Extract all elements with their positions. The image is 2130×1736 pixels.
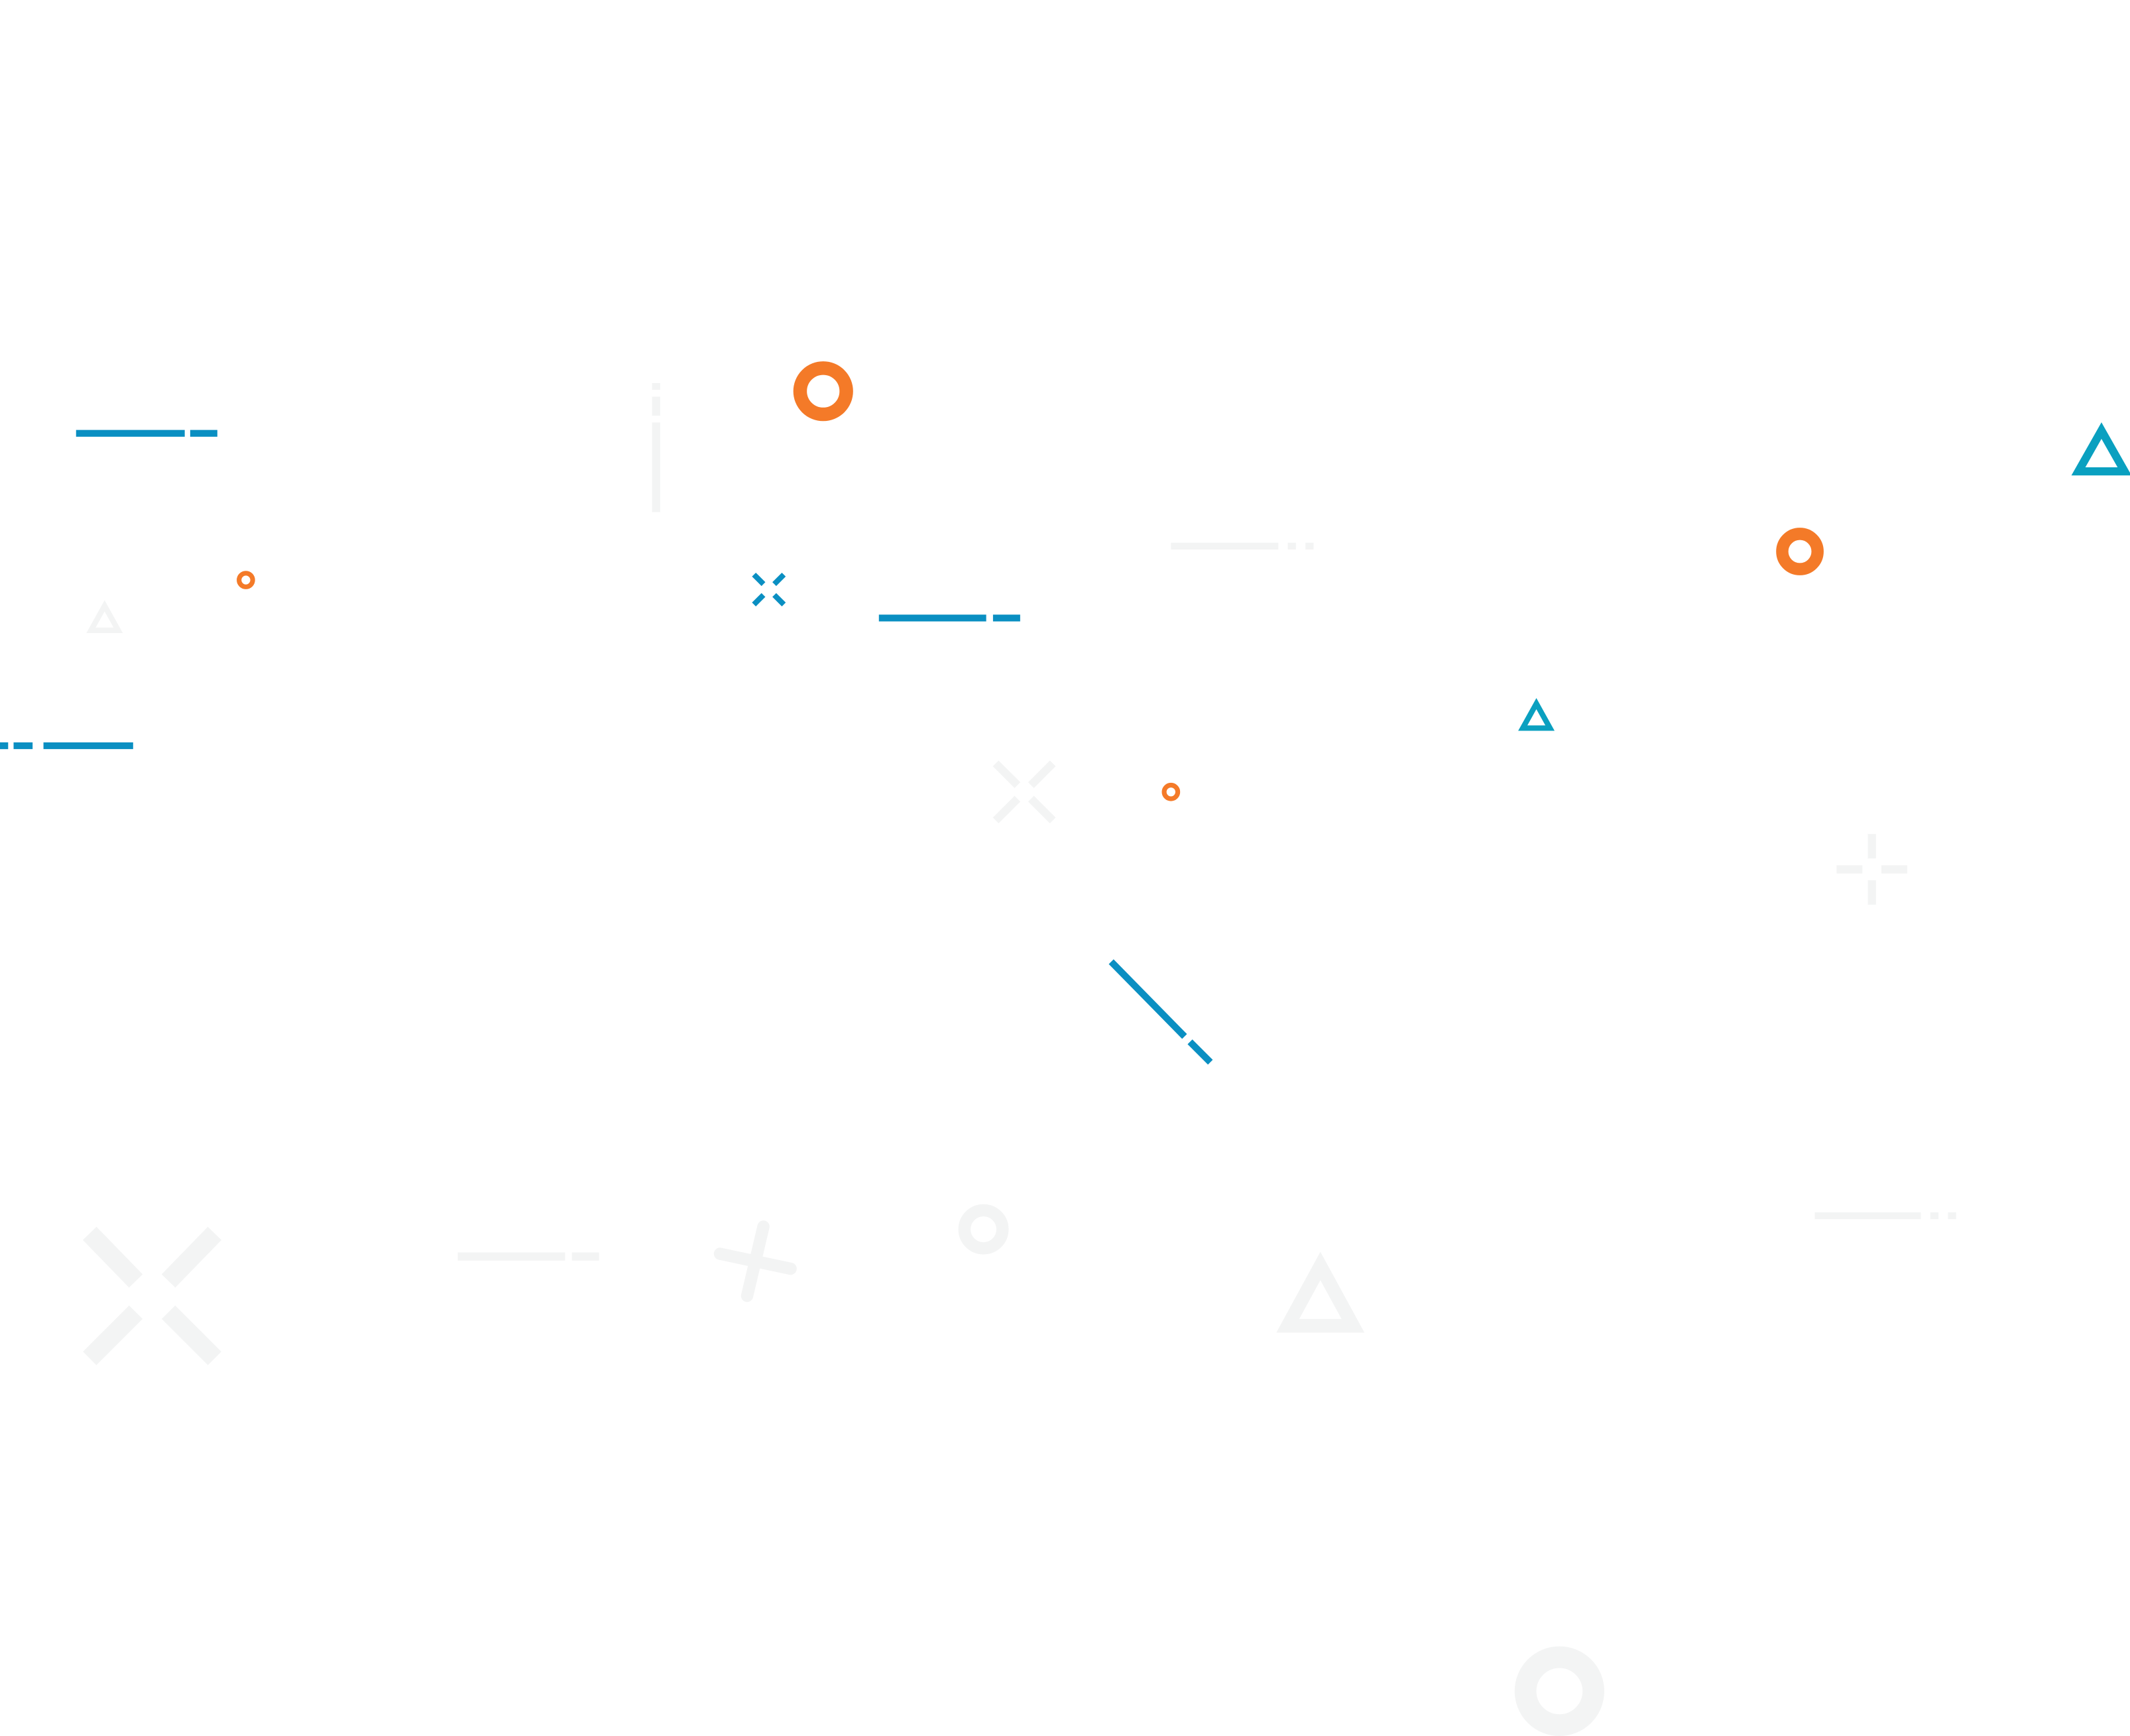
- orange-ring-small-2: [1161, 782, 1181, 801]
- gray-triangle-large: [1276, 1251, 1365, 1333]
- blue-diagonal-line: [1108, 959, 1213, 1065]
- gray-triangle-small: [86, 600, 123, 633]
- teal-triangle-large: [2071, 422, 2130, 476]
- gray-ring-medium: [958, 1204, 1009, 1255]
- orange-ring-large: [793, 361, 853, 422]
- gray-plus-icon: [1836, 834, 1907, 905]
- gray-ring-large: [1514, 1646, 1604, 1736]
- teal-triangle-small: [1518, 698, 1555, 731]
- orange-ring-medium: [1776, 528, 1824, 575]
- gray-cross-icon-small: [992, 760, 1056, 824]
- gray-cross-icon-large: [82, 1226, 222, 1365]
- blue-cross-icon: [752, 572, 786, 607]
- orange-ring-small-1: [237, 571, 255, 589]
- gray-rotated-plus-icon: [713, 1220, 797, 1302]
